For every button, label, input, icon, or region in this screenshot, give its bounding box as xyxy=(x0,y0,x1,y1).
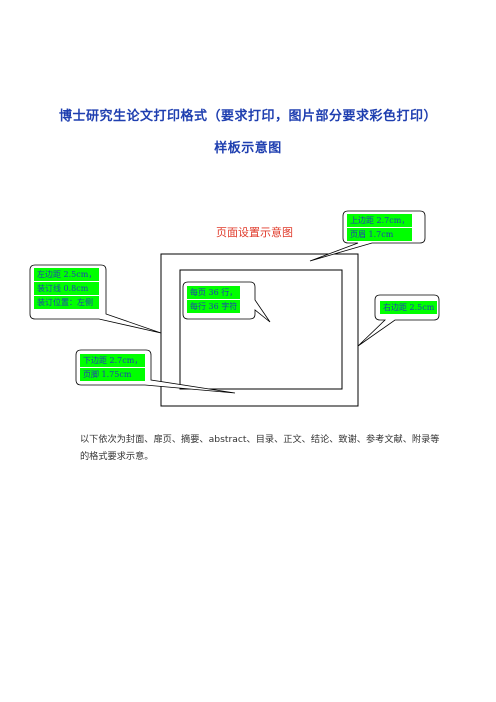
bottom-callout-line: 页脚 1.75cm xyxy=(80,368,146,381)
body-paragraph: 以下依次为封面、扉页、摘要、abstract、目录、正文、结论、致谢、参考文献、… xyxy=(80,434,440,462)
diagram-caption: 页面设置示意图 xyxy=(216,226,293,239)
bottom-callout: 下边距 2.7cm， 页脚 1.75cm xyxy=(80,353,146,382)
inner-text-rect xyxy=(179,269,343,390)
left-callout: 左边距 2.5cm， 装订线 0.8cm 装订位置：左侧 xyxy=(34,267,100,310)
left-callout-line: 左边距 2.5cm， xyxy=(34,268,100,281)
top-callout-line: 上边距 2.7cm， xyxy=(347,214,413,227)
center-callout: 每页 36 行， 每行 36 字符 xyxy=(187,285,241,314)
outer-page-rect xyxy=(160,253,359,407)
document-title: 博士研究生论文打印格式（要求打印，图片部分要求彩色打印） xyxy=(58,109,437,124)
center-callout-line: 每行 36 字符 xyxy=(187,300,241,313)
top-callout-line: 页眉 1.7cm xyxy=(347,228,413,241)
right-callout: 右边距 2.5cm xyxy=(380,300,438,315)
top-callout: 上边距 2.7cm， 页眉 1.7cm xyxy=(347,213,413,242)
left-callout-line: 装订位置：左侧 xyxy=(34,296,100,309)
bottom-callout-line: 下边距 2.7cm， xyxy=(80,354,146,367)
right-callout-line: 右边距 2.5cm xyxy=(380,301,438,314)
document-subtitle: 样板示意图 xyxy=(214,141,282,156)
left-callout-line: 装订线 0.8cm xyxy=(34,282,100,295)
center-callout-line: 每页 36 行， xyxy=(187,286,241,299)
